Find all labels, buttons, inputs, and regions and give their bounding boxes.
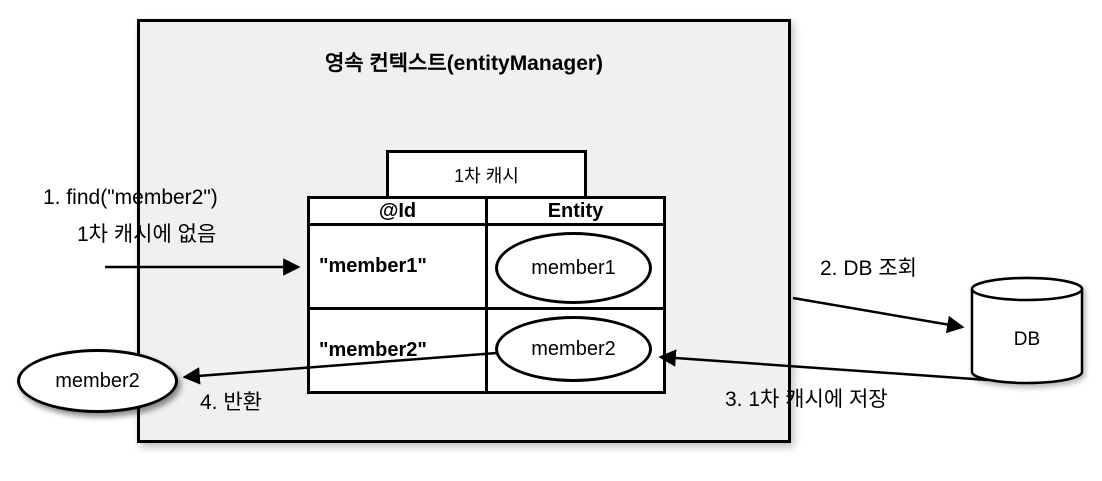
first-level-cache-label: 1차 캐시	[454, 166, 519, 186]
table-header-id: @Id	[307, 196, 488, 226]
first-level-cache-box: 1차 캐시	[386, 150, 587, 200]
returned-entity-label: member2	[55, 369, 140, 392]
cell-member2-id: "member2"	[307, 307, 488, 394]
entity-ellipse-member2-label: member2	[531, 337, 616, 360]
db-query-arrow	[792, 296, 965, 334]
step1-find-label: 1. find("member2")	[43, 186, 218, 209]
entity-ellipse-member1-label: member1	[531, 256, 616, 279]
cell-member1-id: "member1"	[307, 223, 488, 310]
persistence-context-title: 영속 컨텍스트(entityManager)	[324, 52, 604, 75]
entity-ellipse-member2: member2	[495, 316, 652, 382]
returned-entity-ellipse: member2	[17, 349, 178, 413]
step1-cache-miss-label: 1차 캐시에 없음	[77, 223, 217, 246]
step4-return-label: 4. 반환	[200, 391, 262, 414]
db-label: DB	[1013, 329, 1041, 350]
entity-ellipse-member1: member1	[495, 232, 652, 304]
step3-cache-store-label: 3. 1차 캐시에 저장	[725, 388, 888, 411]
cache-table-header-row: @Id Entity	[307, 196, 666, 226]
step2-db-query-label: 2. DB 조회	[820, 257, 917, 280]
table-header-entity: Entity	[485, 196, 666, 226]
